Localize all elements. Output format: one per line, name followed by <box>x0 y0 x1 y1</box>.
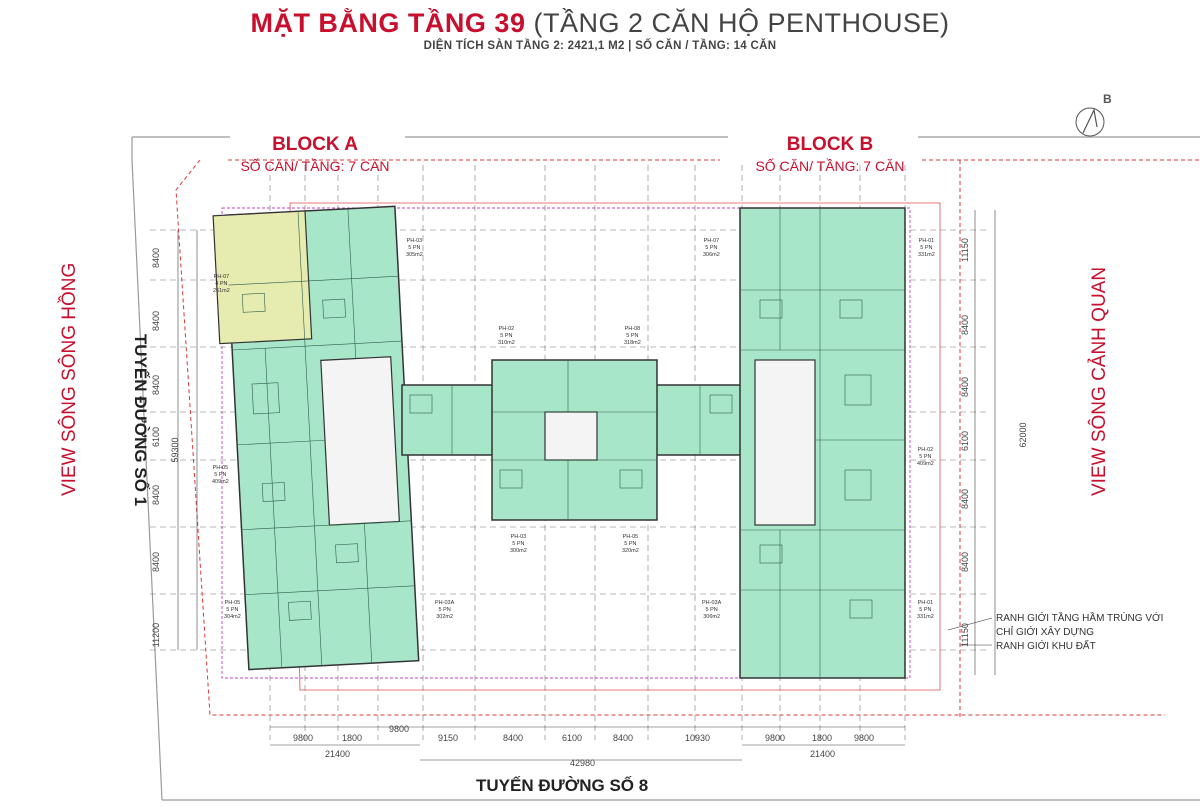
block-a-label: BLOCK A SỐ CĂN/ TẦNG: 7 CĂN <box>230 134 400 174</box>
dim-bottom-11: 9800 <box>854 733 875 743</box>
dim-bottom-5: 8400 <box>503 733 524 743</box>
block-a-name: BLOCK A <box>272 134 358 155</box>
dim-bottom-6: 6100 <box>562 733 583 743</box>
page-title: MẶT BẰNG TẦNG 39 (TẦNG 2 CĂN HỘ PENTHOUS… <box>0 8 1200 39</box>
dim-bottom-10: 1800 <box>812 733 833 743</box>
dim-bottom-9: 9800 <box>765 733 786 743</box>
dim-bottom-total: 42980 <box>570 758 596 768</box>
dim-bottom-sub-b: 21400 <box>810 749 836 759</box>
dim-bottom-sub-a: 21400 <box>325 749 351 759</box>
legend: RANH GIỚI TẦNG HẦM TRÙNG VỚI CHỈ GIỚI XÂ… <box>996 612 1163 654</box>
dim-left-7: 11200 <box>151 622 161 648</box>
building-line <box>221 207 911 679</box>
block-a-count: SỐ CĂN/ TẦNG: 7 CĂN <box>240 158 390 174</box>
legend-line-3: RANH GIỚI KHU ĐẤT <box>996 641 1096 652</box>
dim-left-4: 6100 <box>151 426 161 448</box>
dim-right-6: 8400 <box>960 551 970 573</box>
dim-left-3: 8400 <box>151 374 161 396</box>
dim-left-total: 59300 <box>170 437 180 463</box>
dim-right-4: 6100 <box>960 430 970 452</box>
block-b-name: BLOCK B <box>786 134 874 155</box>
dim-left-1: 8400 <box>151 247 161 269</box>
block-b-label: BLOCK B SỐ CĂN/ TẦNG: 7 CĂN <box>745 134 915 174</box>
block-b-plan <box>739 207 906 679</box>
dim-right-2: 8400 <box>960 314 970 336</box>
compass-label: B <box>1103 92 1112 106</box>
dim-bottom-1: 9800 <box>293 733 314 743</box>
dim-right-1: 11150 <box>960 238 970 262</box>
dim-bottom-3: 9800 <box>389 724 410 734</box>
dim-right-5: 8400 <box>960 488 970 510</box>
central-link-plan <box>401 359 748 521</box>
page-subtitle: DIỆN TÍCH SÀN TẦNG 2: 2421,1 M2 | SỐ CĂN… <box>423 40 777 52</box>
dim-right-total: 62000 <box>1018 422 1028 448</box>
road-outline <box>131 136 1200 801</box>
view-right-label: VIEW SÔNG CẢNH QUAN <box>1089 266 1110 496</box>
dim-left-5: 8400 <box>151 484 161 506</box>
dimension-lines <box>177 210 996 761</box>
dim-bottom-7: 8400 <box>613 733 634 743</box>
dim-left-2: 8400 <box>151 310 161 332</box>
block-b-count: SỐ CĂN/ TẦNG: 7 CĂN <box>755 158 905 174</box>
legend-leaders <box>947 617 993 646</box>
title-paren: (TẦNG 2 CĂN HỘ PENTHOUSE) <box>533 8 950 38</box>
land-boundary <box>175 159 1200 720</box>
dim-bottom-8: 10930 <box>685 733 711 743</box>
dim-right-7: 11150 <box>960 623 970 647</box>
dim-left-6: 8400 <box>151 551 161 573</box>
road-left-label: TUYẾN ĐƯỜNG SỐ 1 <box>131 333 150 507</box>
title-main: MẶT BẰNG TẦNG 39 <box>250 8 526 38</box>
legend-line-1: RANH GIỚI TẦNG HẦM TRÙNG VỚI <box>996 613 1164 624</box>
block-a-plan <box>212 205 420 671</box>
dim-bottom-2: 1800 <box>342 733 363 743</box>
legend-line-2: CHỈ GIỚI XÂY DỰNG <box>996 627 1095 638</box>
dim-right-3: 8400 <box>960 376 970 398</box>
view-left-label: VIEW SÔNG SÔNG HỒNG <box>59 262 80 496</box>
dim-bottom-4: 9150 <box>438 733 459 743</box>
compass-icon <box>1075 107 1105 137</box>
road-bottom-label: TUYẾN ĐƯỜNG SỐ 8 <box>476 776 649 795</box>
